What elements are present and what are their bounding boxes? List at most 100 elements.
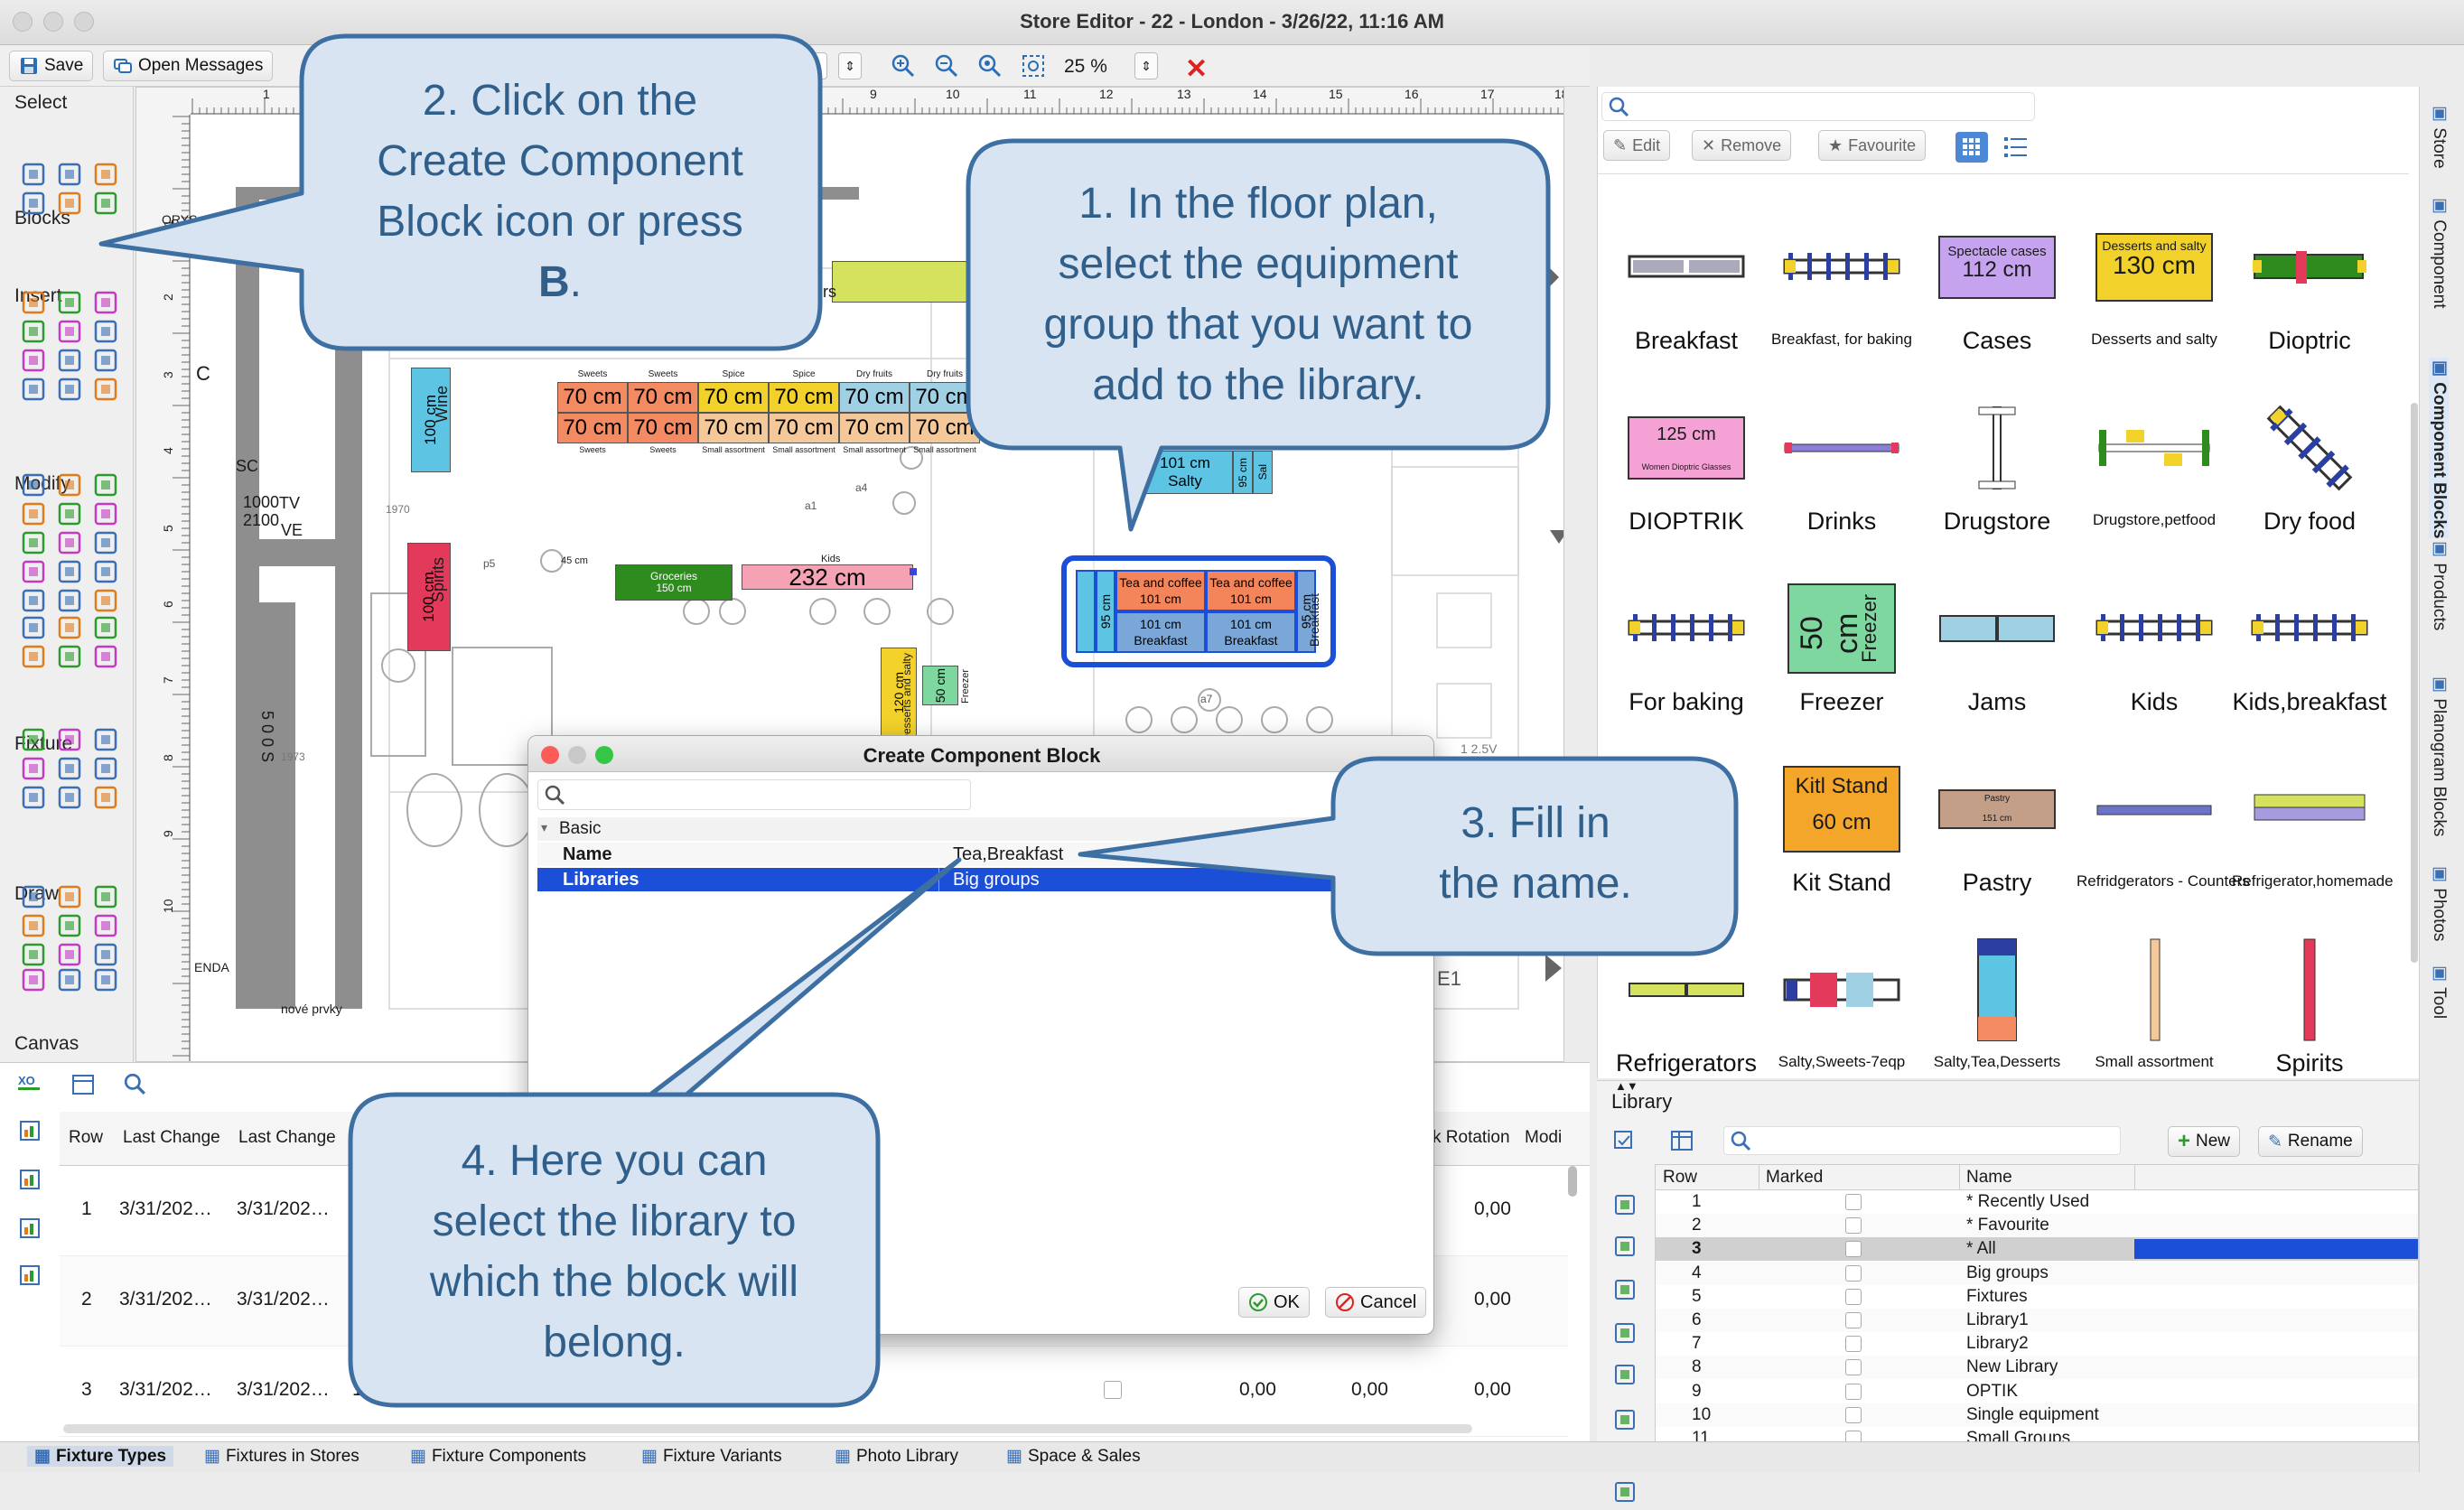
library-row[interactable]: 1* Recently Used [1656, 1190, 2418, 1214]
dialog-close-button[interactable] [541, 746, 559, 764]
tool-icon-50[interactable] [92, 883, 119, 910]
table-side-icon-2[interactable] [16, 1215, 43, 1242]
tool-icon-4[interactable] [56, 190, 83, 217]
table-side-icon-3[interactable] [16, 1262, 43, 1289]
zoom-stepper-icon[interactable]: ⇕ [1134, 52, 1158, 79]
sel-fixture-end-left[interactable] [1076, 570, 1096, 653]
row-checkbox[interactable] [1104, 1381, 1122, 1399]
side-tab-planogram-blocks[interactable]: ▣ Planogram Blocks [2430, 674, 2449, 837]
fixture-salty-end[interactable]: 95 cm [1233, 451, 1253, 494]
tool-icon-36[interactable] [20, 643, 47, 670]
tool-icon-8[interactable] [92, 289, 119, 316]
table-side-icon-0[interactable] [16, 1117, 43, 1144]
tool-icon-9[interactable] [20, 318, 47, 345]
list-view-icon[interactable] [2002, 134, 2030, 161]
tool-icon-31[interactable] [56, 587, 83, 614]
fixture-freezer[interactable]: 50 cm [922, 666, 958, 705]
block-thumbnail[interactable]: For baking [1609, 574, 1764, 746]
tool-icon-11[interactable] [92, 318, 119, 345]
block-thumbnail[interactable]: Refridgerators - Counters [2077, 755, 2250, 927]
tool-icon-55[interactable] [56, 941, 83, 968]
side-tab-tool[interactable]: ▣ Tool [2430, 963, 2449, 1020]
name-value-field[interactable]: Tea,Breakfast [953, 844, 1064, 864]
tool-icon-20[interactable] [92, 471, 119, 499]
tool-icon-0[interactable] [20, 161, 47, 188]
ok-button[interactable]: OK [1238, 1287, 1310, 1318]
shelf-top-fixture[interactable]: 70 cm [839, 382, 910, 413]
rename-library-button[interactable]: ✎Rename [2258, 1126, 2363, 1157]
tool-icon-22[interactable] [56, 500, 83, 527]
grid-view-icon[interactable] [1955, 132, 1988, 163]
tool-icon-12[interactable] [20, 347, 47, 374]
shelf-bottom-fixture[interactable]: 70 cm [557, 413, 628, 443]
side-tab-store[interactable]: ▣ Store [2430, 103, 2449, 169]
shelf-top-fixture[interactable]: 70 cm [769, 382, 839, 413]
library-row-checkbox[interactable] [1845, 1194, 1862, 1210]
block-thumbnail[interactable]: Drugstore,petfood [2077, 394, 2232, 565]
block-thumbnail[interactable]: Refrigerator,homemade [2232, 755, 2394, 927]
block-thumbnail[interactable]: Salty,Tea,Desserts [1919, 936, 2075, 1107]
blocks-search-input[interactable] [1601, 92, 2035, 121]
tool-icon-46[interactable] [56, 784, 83, 811]
tool-icon-32[interactable] [92, 587, 119, 614]
tool-icon-52[interactable] [56, 912, 83, 939]
zoom-out-icon[interactable] [934, 53, 959, 79]
bottom-tab-fixtures-in-stores[interactable]: ▦Fixtures in Stores [204, 1446, 359, 1467]
block-thumbnail[interactable]: Dioptric [2232, 213, 2387, 385]
side-tab-products[interactable]: ▣ Products [2430, 538, 2449, 631]
zoom-selection-icon[interactable] [1021, 53, 1046, 79]
block-thumbnail[interactable]: Salty,Sweets-7eqp [1764, 936, 1919, 1107]
tool-icon-58[interactable] [56, 966, 83, 993]
library-row-checkbox[interactable] [1845, 1217, 1862, 1235]
tool-icon-17[interactable] [92, 376, 119, 403]
cancel-x-icon[interactable]: ✕ [1185, 54, 1209, 84]
block-thumbnail[interactable]: Jams [1919, 574, 2075, 746]
library-side-icon-5[interactable] [1611, 1406, 1638, 1433]
tool-icon-26[interactable] [92, 529, 119, 556]
table-settings-icon[interactable] [70, 1072, 96, 1097]
block-thumbnail[interactable]: Drugstore [1919, 394, 2075, 565]
block-thumbnail[interactable]: Small assortment [2077, 936, 2232, 1107]
block-thumbnail[interactable]: Kids [2077, 574, 2232, 746]
bottom-tab-photo-library[interactable]: ▦Photo Library [835, 1446, 958, 1467]
tool-icon-59[interactable] [92, 966, 119, 993]
tool-icon-57[interactable] [20, 966, 47, 993]
library-row-checkbox[interactable] [1845, 1383, 1862, 1400]
tool-icon-21[interactable] [20, 500, 47, 527]
side-tab-photos[interactable]: ▣ Photos [2430, 863, 2449, 942]
fixture-spirits[interactable]: 100 cm [407, 543, 451, 651]
tool-icon-45[interactable] [20, 784, 47, 811]
fixture-salty-end-2[interactable]: Sal [1253, 451, 1273, 494]
new-library-button[interactable]: +New [2168, 1126, 2241, 1157]
tool-icon-23[interactable] [92, 500, 119, 527]
library-search-input[interactable] [1723, 1126, 2121, 1155]
tool-icon-48[interactable] [20, 883, 47, 910]
side-tab-component[interactable]: ▣ Component [2430, 195, 2449, 309]
tool-icon-43[interactable] [56, 755, 83, 782]
sel-fixture-95[interactable]: 95 cm [1096, 570, 1115, 653]
shelf-top-fixture[interactable]: 70 cm [628, 382, 698, 413]
block-thumbnail[interactable]: Spirits [2232, 936, 2387, 1107]
shelf-bottom-fixture[interactable]: 70 cm [698, 413, 769, 443]
tool-icon-6[interactable] [20, 289, 47, 316]
library-row-checkbox[interactable] [1845, 1288, 1862, 1305]
tool-icon-49[interactable] [56, 883, 83, 910]
tool-icon-54[interactable] [20, 941, 47, 968]
dialog-zoom-button[interactable] [595, 746, 613, 764]
tool-icon-41[interactable] [92, 726, 119, 753]
tool-icon-53[interactable] [92, 912, 119, 939]
zoom-fit-icon[interactable] [977, 53, 1003, 79]
favourite-block-button[interactable]: ★Favourite [1818, 130, 1927, 161]
